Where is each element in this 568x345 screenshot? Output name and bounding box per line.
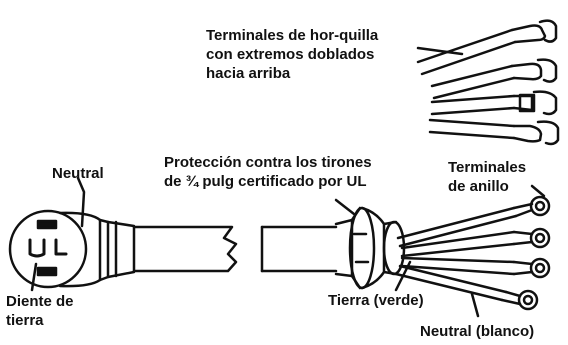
spade-terminals-line-3: hacia arriba	[206, 65, 291, 82]
ground-prong-label: Diente de tierra	[6, 292, 74, 330]
leader-ring-terminals	[530, 184, 546, 198]
spade-wire-3	[430, 90, 558, 116]
ring-wire-1	[396, 195, 551, 248]
plug-body	[98, 218, 136, 282]
ground-green-label: Tierra (verde)	[328, 292, 424, 309]
ring-terminals-line-2: de anillo	[448, 178, 509, 195]
ring-terminals-line-1: Terminales	[448, 159, 527, 176]
strain-relief-line-2: de ¾ pulg certificado por UL	[164, 173, 367, 190]
spade-wire-4	[428, 118, 560, 146]
ring-wire-3	[400, 256, 551, 279]
spade-wire-1	[416, 19, 558, 76]
plug-face	[8, 209, 102, 289]
cord	[132, 225, 338, 273]
leader-strain-relief	[334, 198, 356, 216]
ring-wire-2	[400, 227, 551, 258]
strain-relief-line-1: Protección contra los tirones	[164, 154, 372, 171]
leader-ground-green	[394, 260, 412, 292]
ring-wire-4	[394, 264, 539, 311]
neutral-slot-label: Neutral	[52, 165, 104, 182]
leader-neutral	[76, 176, 86, 228]
spade-terminals-label: Terminales de hor-quilla con extremos do…	[206, 26, 378, 83]
spade-terminals-line-2: con extremos doblados	[206, 46, 375, 63]
leader-neutral-white	[470, 292, 480, 318]
leader-spade	[416, 46, 464, 56]
neutral-white-label: Neutral (blanco)	[420, 323, 535, 340]
ground-prong-line-2: tierra	[6, 312, 44, 329]
strain-relief	[334, 206, 406, 290]
strain-relief-label: Protección contra los tirones de ¾ pulg …	[164, 153, 372, 191]
spade-terminals-line-1: Terminales de hor-quilla	[206, 27, 379, 44]
spade-wire-2	[430, 58, 558, 100]
leader-ground-prong	[30, 262, 38, 292]
ground-prong-line-1: Diente de	[6, 293, 74, 310]
ring-terminals-label: Terminales de anillo	[448, 158, 526, 196]
